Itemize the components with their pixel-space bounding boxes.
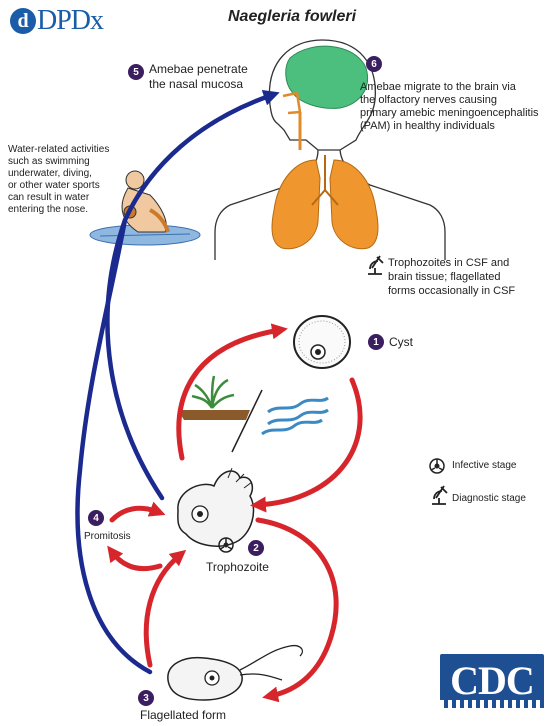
stage-5-badge: 5	[128, 64, 144, 80]
stage-6-line2: the olfactory nerves causing	[360, 93, 497, 107]
stage-5-label-line2: the nasal mucosa	[149, 77, 243, 91]
stage-3-label: Flagellated form	[140, 708, 226, 722]
legend-biohazard-icon	[430, 459, 444, 473]
csf-note-line3: forms occasionally in CSF	[388, 284, 515, 298]
stage-4-label: Promitosis	[84, 530, 131, 544]
cdc-logo: CDC	[440, 654, 544, 708]
stage-6-line3: primary amebic meningoencephalitis	[360, 106, 539, 120]
blue-arrows	[78, 95, 272, 672]
stage-6-line1: Amebae migrate to the brain via	[360, 80, 516, 94]
cyst-illustration	[294, 316, 350, 368]
stage-3-badge: 3	[138, 690, 154, 706]
stage-2-badge: 2	[248, 540, 264, 556]
lungs-icon	[272, 155, 378, 249]
stage-1-label: Cyst	[389, 335, 413, 349]
water-note-line3: underwater, diving,	[8, 168, 92, 180]
legend-diagnostic-label: Diagnostic stage	[452, 492, 526, 506]
water-note-line4: or other water sports	[8, 180, 100, 192]
trophozoite-illustration	[178, 468, 254, 546]
water-note-line6: entering the nose.	[8, 204, 88, 216]
stage-5-label-line1: Amebae penetrate	[149, 62, 248, 76]
csf-note-line1: Trophozoites in CSF and	[388, 256, 509, 270]
legend-microscope-icon	[432, 486, 447, 504]
human-figure	[215, 40, 445, 260]
stage-4-badge: 4	[88, 510, 104, 526]
csf-microscope-icon	[368, 256, 383, 274]
stage-2-label: Trophozoite	[206, 560, 269, 574]
stage-1-badge: 1	[368, 334, 384, 350]
water-note-line1: Water-related activities	[8, 144, 109, 156]
water-icon	[262, 398, 328, 434]
water-note-line5: can result in water	[8, 192, 89, 204]
water-note-line2: such as swimming	[8, 156, 90, 168]
stage-6-line4: (PAM) in healthy individuals	[360, 119, 495, 133]
csf-note-line2: brain tissue; flagellated	[388, 270, 501, 284]
stage-6-badge: 6	[366, 56, 382, 72]
cdc-logo-stripes	[440, 700, 544, 708]
cdc-logo-text: CDC	[440, 658, 544, 704]
legend-infective-label: Infective stage	[452, 459, 516, 473]
